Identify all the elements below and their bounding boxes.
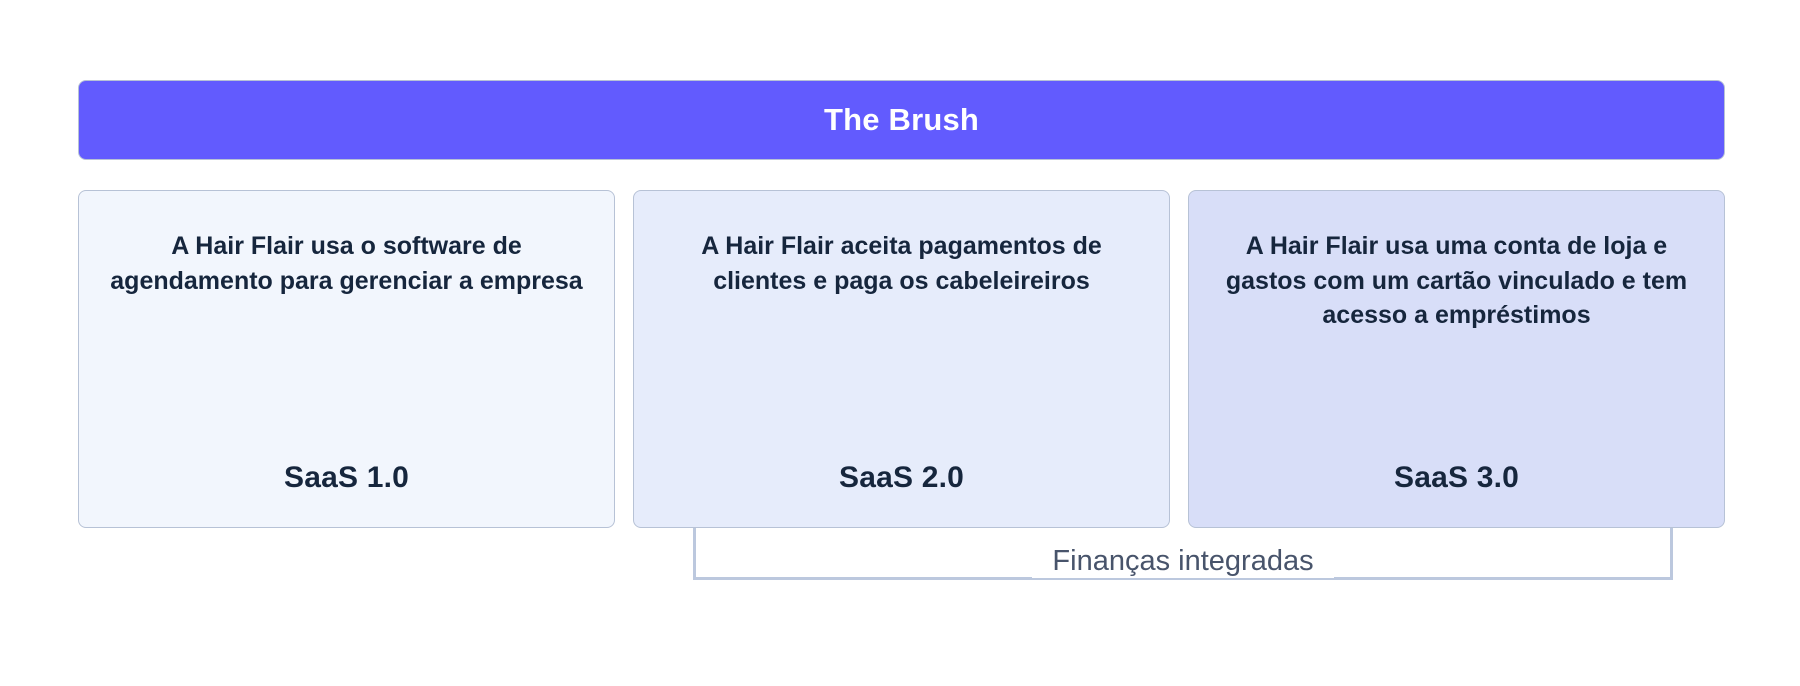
stage-card-saas-2: A Hair Flair aceita pagamentos de client… xyxy=(633,190,1170,528)
stage-card-label: SaaS 2.0 xyxy=(838,461,965,494)
card-row: A Hair Flair usa o software de agendamen… xyxy=(78,190,1725,528)
bracket-connector xyxy=(693,528,1673,590)
stage-card-label: SaaS 1.0 xyxy=(283,461,410,494)
stage-card-saas-3: A Hair Flair usa uma conta de loja e gas… xyxy=(1188,190,1725,528)
stage-card-label: SaaS 3.0 xyxy=(1393,461,1520,494)
stage-card-description: A Hair Flair usa uma conta de loja e gas… xyxy=(1225,232,1688,329)
header-title: The Brush xyxy=(823,101,980,137)
stage-card-description: A Hair Flair usa o software de agendamen… xyxy=(110,232,583,295)
stage-card-saas-1: A Hair Flair usa o software de agendamen… xyxy=(78,190,615,528)
bracket-path xyxy=(693,528,1673,580)
stage-card-description: A Hair Flair aceita pagamentos de client… xyxy=(701,232,1102,295)
header-bar: The Brush xyxy=(78,80,1725,160)
